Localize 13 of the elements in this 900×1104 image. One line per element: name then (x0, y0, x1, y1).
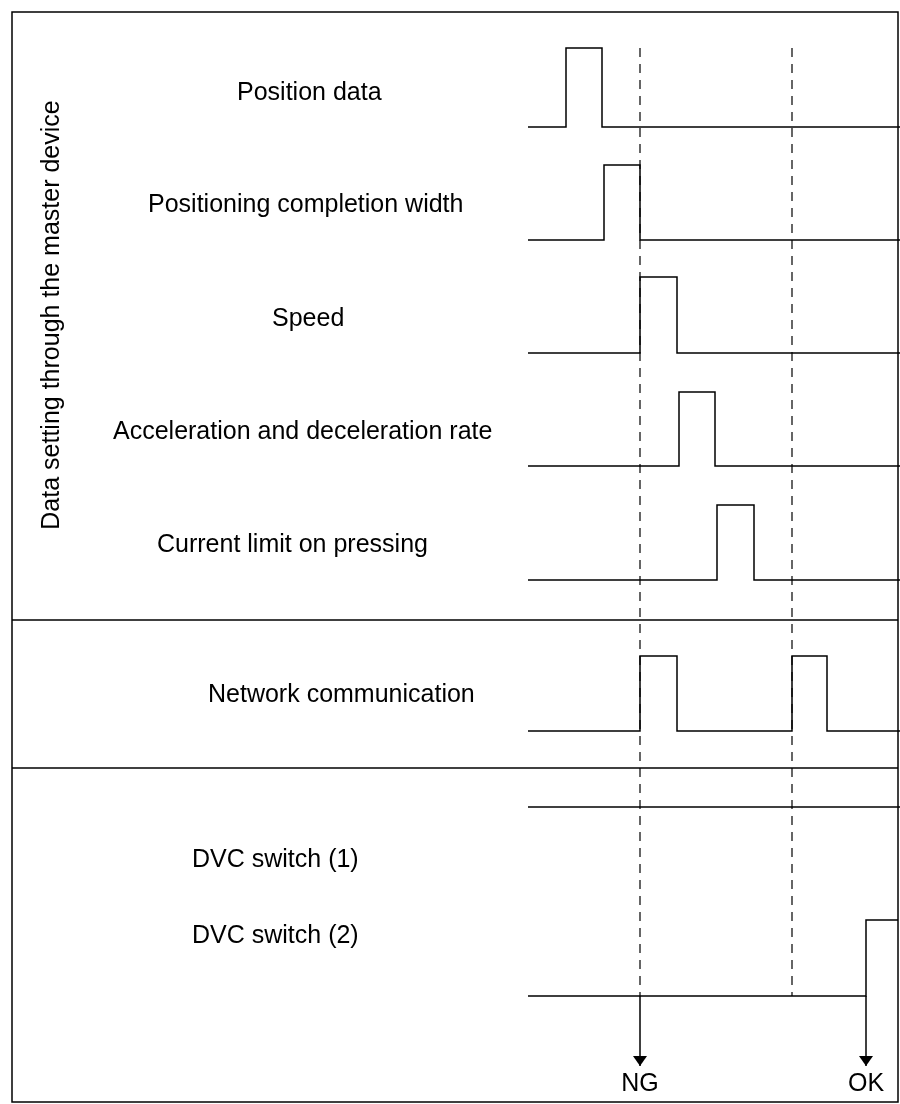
arrow (635, 995, 645, 1067)
signal-name: Position data (237, 76, 382, 106)
signal-name: Current limit on pressing (157, 528, 428, 558)
signal-name: Acceleration and deceleration rate (113, 415, 493, 445)
signal-name: Network communication (208, 678, 475, 708)
signal-name: DVC switch (1) (192, 843, 359, 873)
result-label: NG (615, 1068, 665, 1096)
section-title: Data setting through the master device (35, 100, 65, 530)
signal-name: Positioning completion width (148, 188, 464, 218)
signal-name: Speed (272, 302, 345, 332)
signal-name: DVC switch (2) (192, 919, 359, 949)
result-label: OK (841, 1068, 891, 1096)
arrow (861, 995, 871, 1067)
